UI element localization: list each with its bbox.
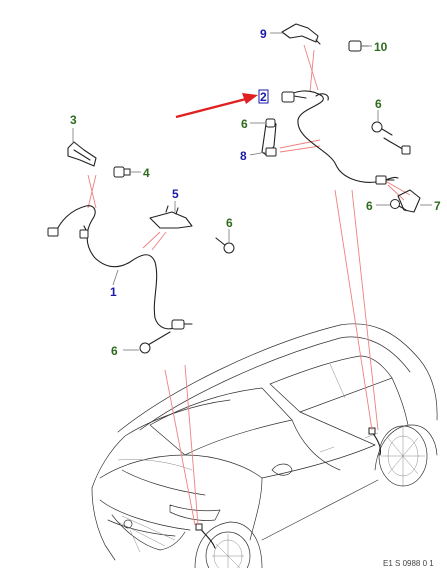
callout-labels: 3 4 5 6 1 6 9 10 2 6 8 6 6 7 E1 S 0988 0…	[70, 27, 441, 568]
vehicle-outline	[91, 323, 438, 568]
rear-sensor-group	[249, 23, 432, 213]
pointer-arrow	[175, 93, 258, 119]
bolt-part-6d	[371, 121, 393, 136]
callout-5[interactable]: 5	[172, 187, 179, 201]
bolt-part-4	[113, 166, 131, 178]
bracket-part-3	[67, 141, 97, 167]
callout-1[interactable]: 1	[110, 285, 117, 299]
callout-7[interactable]: 7	[434, 199, 441, 213]
bolt-part-6c	[265, 118, 276, 128]
clip-part-9	[281, 23, 319, 43]
harness-part-1	[55, 205, 179, 330]
callout-6-front[interactable]: 6	[111, 344, 118, 358]
bolt-part-6b	[139, 331, 171, 354]
front-sensor-group	[47, 128, 235, 354]
clip-part-7	[397, 189, 421, 213]
bolt-part-6e	[390, 199, 407, 211]
location-leaders	[87, 44, 411, 526]
callout-6-rear[interactable]: 6	[375, 97, 382, 111]
callout-6-sensor[interactable]: 6	[241, 117, 248, 131]
callout-9[interactable]: 9	[260, 27, 267, 41]
bracket-part-5	[149, 211, 193, 229]
illustration-reference: E1 S 0988 0 1	[383, 559, 434, 568]
callout-10[interactable]: 10	[374, 40, 388, 54]
callout-4[interactable]: 4	[143, 166, 150, 180]
callout-8[interactable]: 8	[240, 149, 247, 163]
callout-2[interactable]: 2	[260, 90, 267, 104]
callout-6-bracket[interactable]: 6	[226, 216, 233, 230]
callout-3[interactable]: 3	[70, 113, 77, 127]
callout-6-clip[interactable]: 6	[366, 199, 373, 213]
bolt-part-6a	[215, 237, 235, 254]
